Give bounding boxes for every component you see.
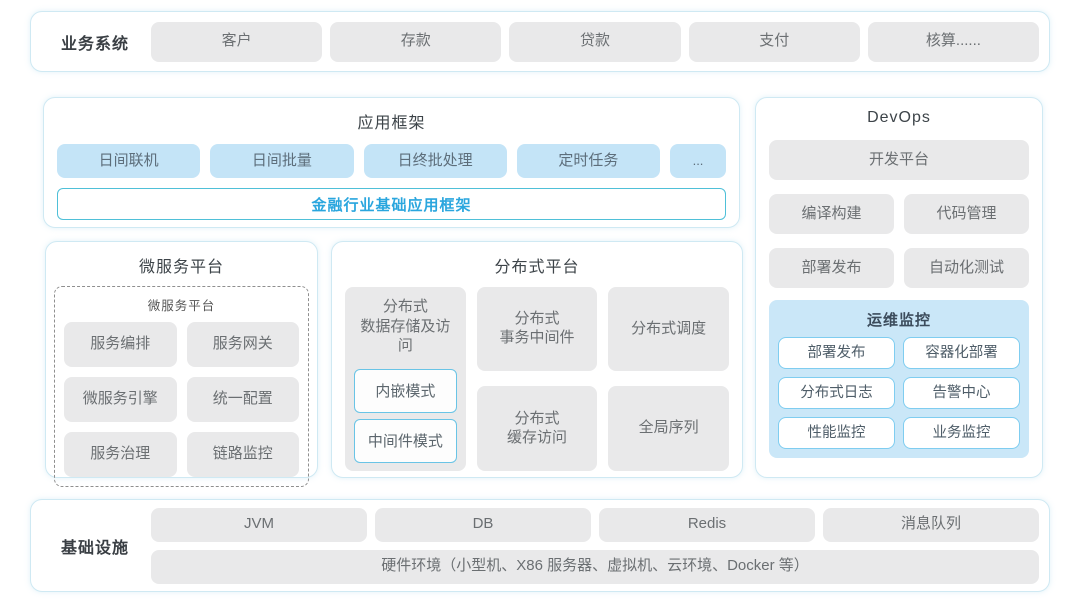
unified-config-box: 统一配置 <box>186 377 299 422</box>
app-framework-items: 日间联机 日间批量 日终批处理 定时任务 ... <box>57 144 726 178</box>
hardware-env-box: 硬件环境（小型机、X86 服务器、虚拟机、云环境、Docker 等） <box>151 549 1039 584</box>
trace-monitor-box: 链路监控 <box>186 432 299 477</box>
code-management-box: 代码管理 <box>904 194 1029 234</box>
dev-platform-box: 开发平台 <box>769 140 1029 180</box>
daytime-batch-box: 日间批量 <box>210 144 354 178</box>
ops-deploy-release-box: 部署发布 <box>778 337 895 369</box>
message-queue-box: 消息队列 <box>823 507 1039 542</box>
container-deploy-box: 容器化部署 <box>903 337 1020 369</box>
daytime-online-box: 日间联机 <box>57 144 201 178</box>
distributed-panel: 分布式平台 分布式 数据存储及访问 内嵌模式 中间件模式 分布式 事务中间件 分… <box>331 241 743 478</box>
microservice-items: 服务编排 服务网关 微服务引擎 统一配置 服务治理 链路监控 <box>64 322 299 477</box>
ops-monitor-title: 运维监控 <box>866 312 931 329</box>
app-framework-title: 应用框架 <box>357 115 426 132</box>
more-box: ... <box>670 144 726 178</box>
devops-title: DevOps <box>867 109 931 126</box>
deposit-box: 存款 <box>330 21 502 62</box>
embedded-mode-box: 内嵌模式 <box>354 368 457 413</box>
tx-middleware-box: 分布式 事务中间件 <box>476 287 598 371</box>
service-gateway-box: 服务网关 <box>186 322 299 367</box>
customer-box: 客户 <box>151 21 323 62</box>
business-systems-items: 客户 存款 贷款 支付 核算...... <box>151 21 1040 62</box>
data-storage-access-box: 分布式 数据存储及访问 内嵌模式 中间件模式 <box>345 287 466 471</box>
middleware-mode-box: 中间件模式 <box>354 418 457 463</box>
auto-test-box: 自动化测试 <box>904 248 1029 288</box>
scheduled-task-box: 定时任务 <box>516 144 660 178</box>
global-sequence-box: 全局序列 <box>608 386 729 471</box>
redis-box: Redis <box>599 507 815 542</box>
microservice-panel: 微服务平台 微服务平台 服务编排 服务网关 微服务引擎 统一配置 服务治理 链路… <box>45 241 318 487</box>
app-framework-panel: 应用框架 日间联机 日间批量 日终批处理 定时任务 ... 金融行业基础应用框架 <box>43 97 740 228</box>
infrastructure-label: 基础设施 <box>60 539 129 557</box>
accounting-box: 核算...... <box>867 21 1040 62</box>
ops-monitor-items: 部署发布 容器化部署 分布式日志 告警中心 性能监控 业务监控 <box>778 337 1020 449</box>
data-storage-access-label: 分布式 数据存储及访问 <box>360 298 451 354</box>
finance-base-framework-box: 金融行业基础应用框架 <box>57 188 726 220</box>
loan-box: 贷款 <box>509 21 681 62</box>
db-box: DB <box>375 507 591 542</box>
microservice-inner-box: 微服务平台 服务编排 服务网关 微服务引擎 统一配置 服务治理 链路监控 <box>54 286 309 487</box>
payment-box: 支付 <box>688 21 860 62</box>
microservice-title: 微服务平台 <box>138 259 224 276</box>
devops-items: 编译构建 代码管理 部署发布 自动化测试 <box>769 194 1029 288</box>
cache-access-box: 分布式 缓存访问 <box>476 386 598 471</box>
ops-monitor-panel: 运维监控 部署发布 容器化部署 分布式日志 告警中心 性能监控 业务监控 <box>769 300 1029 458</box>
eod-batch-box: 日终批处理 <box>363 144 507 178</box>
microservice-inner-title: 微服务平台 <box>147 299 216 313</box>
distributed-title: 分布式平台 <box>494 259 580 276</box>
performance-monitor-box: 性能监控 <box>778 417 895 449</box>
jvm-box: JVM <box>151 507 367 542</box>
business-monitor-box: 业务监控 <box>903 417 1020 449</box>
scheduler-box: 分布式调度 <box>608 287 729 371</box>
deploy-release-box: 部署发布 <box>769 248 894 288</box>
service-governance-box: 服务治理 <box>64 432 177 477</box>
business-systems-band: 业务系统 客户 存款 贷款 支付 核算...... <box>30 11 1050 72</box>
service-orchestration-box: 服务编排 <box>64 322 177 367</box>
distributed-log-box: 分布式日志 <box>778 377 895 409</box>
distributed-items: 分布式 数据存储及访问 内嵌模式 中间件模式 分布式 事务中间件 分布式调度 分… <box>345 287 729 471</box>
build-box: 编译构建 <box>769 194 894 234</box>
infrastructure-items: JVM DB Redis 消息队列 硬件环境（小型机、X86 服务器、虚拟机、云… <box>151 507 1039 584</box>
microservice-engine-box: 微服务引擎 <box>64 377 177 422</box>
infrastructure-band: 基础设施 JVM DB Redis 消息队列 硬件环境（小型机、X86 服务器、… <box>30 499 1050 592</box>
devops-panel: DevOps 开发平台 编译构建 代码管理 部署发布 自动化测试 运维监控 部署… <box>755 97 1043 478</box>
business-systems-label: 业务系统 <box>60 35 129 53</box>
infrastructure-row: JVM DB Redis 消息队列 <box>151 507 1039 542</box>
alert-center-box: 告警中心 <box>903 377 1020 409</box>
